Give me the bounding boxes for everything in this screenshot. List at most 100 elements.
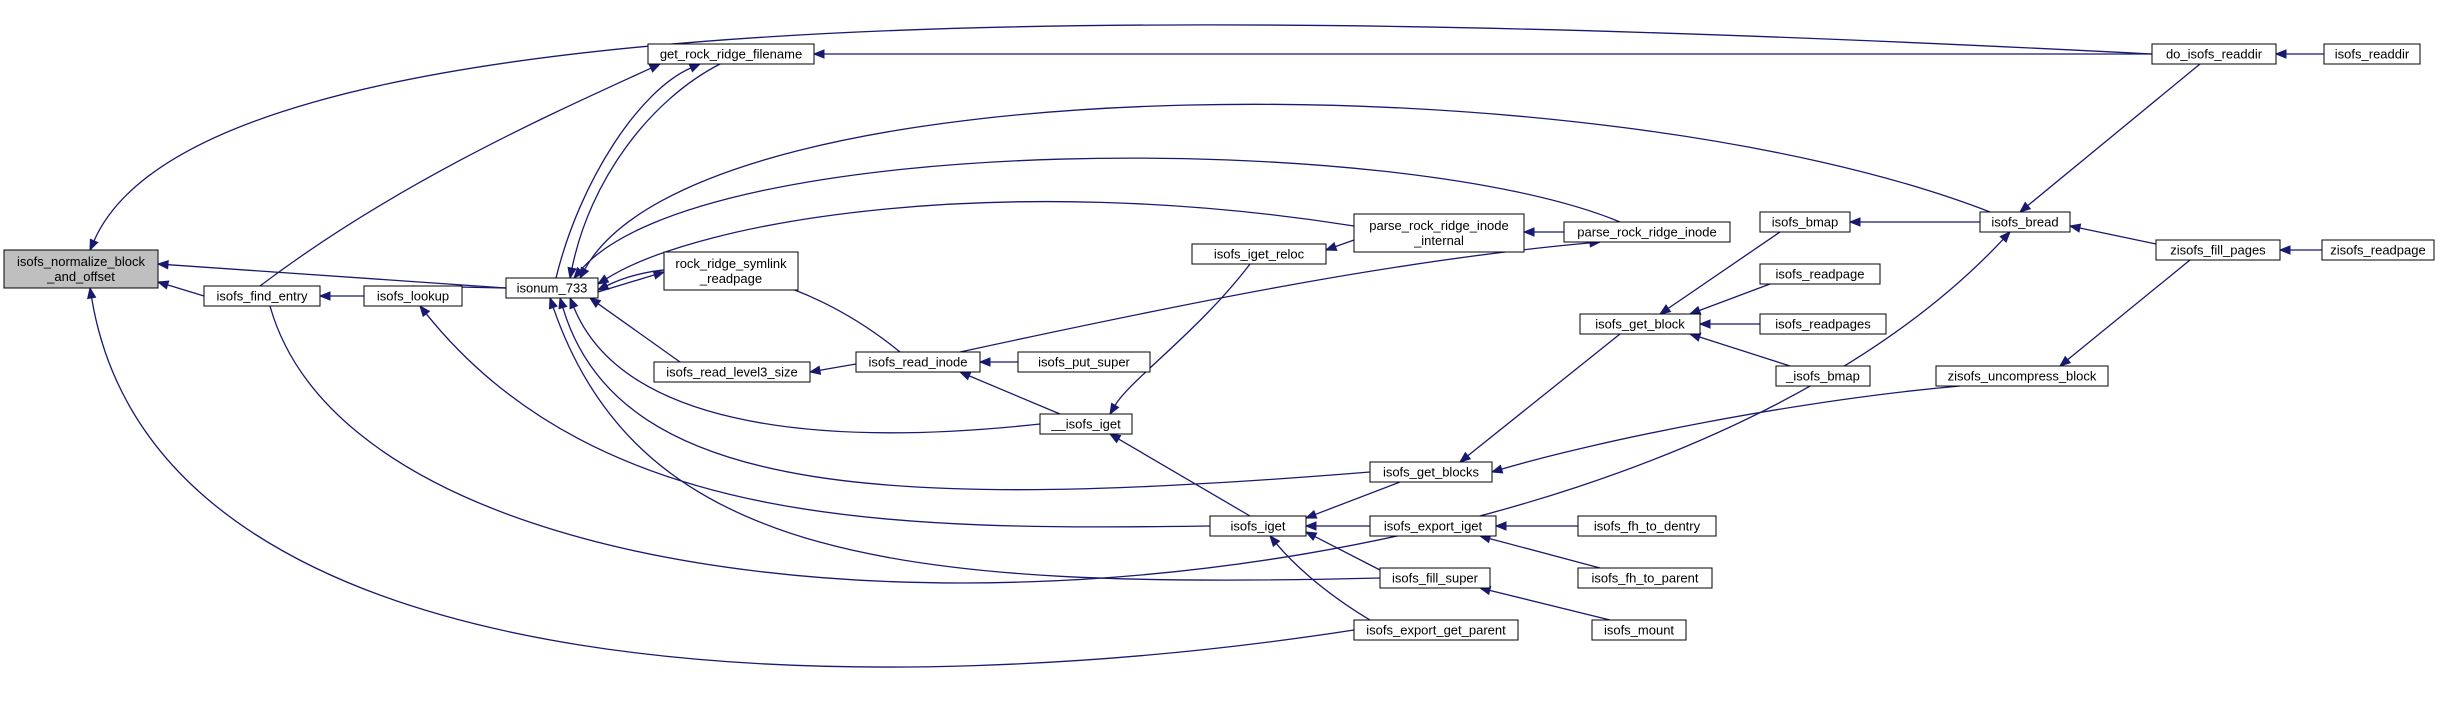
edge-isofs_find_entry-to-isofs_normalize_block_and_offset [156, 280, 205, 297]
node-zisofs-uncompress-block[interactable]: zisofs_uncompress_block [1935, 365, 2109, 387]
node-box [1353, 213, 1525, 253]
edge-line [93, 24, 2153, 242]
edge-arrowhead [1304, 531, 1318, 542]
edge-arrowhead [1324, 242, 1338, 251]
edge-isofs_readpages-to-isofs_get_block [1698, 319, 1760, 329]
edge-arrowhead [1688, 305, 1702, 315]
node-label: isofs_readpage [1776, 267, 1865, 282]
node-isofs-export-get-parent[interactable]: isofs_export_get_parent [1353, 619, 1519, 641]
node-box [1191, 243, 1327, 265]
edge-line [1275, 543, 1371, 621]
edge-parse_rock_ridge_inode_internal-to-isofs_iget_reloc [1324, 239, 1355, 251]
node-isofs-get-blocks[interactable]: isofs_get_blocks [1369, 461, 1493, 483]
node-label: isofs_find_entry [216, 289, 308, 304]
node-isonum-733[interactable]: isonum_733 [505, 277, 599, 299]
node-isofs-find-entry[interactable]: isofs_find_entry [203, 285, 321, 307]
edge-arrowhead [2018, 201, 2032, 213]
edge-line [1699, 336, 1791, 367]
edge-line [571, 63, 721, 269]
edge-arrowhead [1304, 521, 1317, 531]
edge-isofs_iget_reloc-to-__isofs_iget [1109, 263, 1251, 416]
edge-isofs_fh_to_dentry-to-isofs_export_iget [1494, 521, 1578, 531]
node-label: isofs_read_level3_size [666, 365, 798, 380]
node-isofs-bread[interactable]: isofs_bread [1979, 211, 2071, 233]
node-box [1039, 413, 1133, 435]
edge-line [259, 67, 652, 287]
edge-arrowhead [1458, 451, 1472, 463]
node-label: _internal [1413, 233, 1464, 248]
node-box [1577, 515, 1717, 537]
node-label: isonum_733 [517, 281, 588, 296]
node-parse-rock-ridge-inode[interactable]: parse_rock_ridge_inode [1563, 221, 1731, 243]
node-box [653, 361, 811, 383]
edge-line [167, 264, 507, 289]
edge-line [167, 284, 205, 297]
edge-do_isofs_readdir-to-get_rock_ridge_filename [812, 49, 2152, 59]
edge-isofs_put_super-to-isofs_read_inode [978, 357, 1018, 367]
edge-arrowhead [567, 266, 577, 280]
node-isofs-readdir[interactable]: isofs_readdir [2323, 43, 2421, 65]
node-isofs-export-iget[interactable]: isofs_export_iget [1369, 515, 1497, 537]
node-box [1379, 567, 1491, 589]
node-isofs-fill-super[interactable]: isofs_fill_super [1379, 567, 1491, 589]
node-isofs-read-level3-size[interactable]: isofs_read_level3_size [653, 361, 811, 383]
edge-arrowhead [958, 371, 972, 381]
edge-arrowhead [2058, 355, 2072, 367]
edge-isofs_mount-to-isofs_fill_super [1478, 585, 1611, 621]
node-box [1563, 221, 1731, 243]
edge-arrowhead [569, 296, 579, 310]
node-label: rock_ridge_symlink [675, 256, 787, 271]
edge-line [573, 307, 1041, 434]
node-box [1369, 461, 1493, 483]
node-isofs-readpages[interactable]: isofs_readpages [1759, 313, 1887, 335]
node-isofs-iget-reloc[interactable]: isofs_iget_reloc [1191, 243, 1327, 265]
node-box [363, 285, 463, 307]
node-isofs-get-block[interactable]: isofs_get_block [1579, 313, 1701, 335]
edge-line [1314, 535, 1381, 571]
edge-isofs_export_get_parent-to-isofs_normalize_block_and_offset [87, 286, 1355, 668]
node---isofs-iget[interactable]: __isofs_iget [1039, 413, 1133, 435]
node-label: isofs_readdir [2335, 47, 2410, 62]
edge-isofs_get_blocks-to-isonum_733 [558, 296, 1371, 491]
node-isofs-fh-to-parent[interactable]: isofs_fh_to_parent [1577, 567, 1713, 589]
edge-arrowhead [812, 49, 825, 59]
edge-arrowhead [548, 296, 558, 310]
node-isofs-mount[interactable]: isofs_mount [1591, 619, 1687, 641]
edge-isofs_fill_super-to-isonum_733 [548, 296, 1381, 581]
node-isofs-put-super[interactable]: isofs_put_super [1017, 351, 1151, 373]
node-isofs-lookup[interactable]: isofs_lookup [363, 285, 463, 307]
edge-isofs_get_block-to-isofs_get_blocks [1458, 333, 1621, 463]
edge-line [819, 363, 857, 371]
edge-arrowhead [1269, 534, 1281, 548]
node-isofs-read-inode[interactable]: isofs_read_inode [855, 351, 981, 373]
edge-line [555, 67, 692, 279]
node-parse-rock-ridge-inode-internal[interactable]: parse_rock_ridge_inode_internal [1353, 213, 1525, 253]
edge-zisofs_fill_pages-to-zisofs_uncompress_block [2058, 259, 2191, 367]
edge-arrowhead [688, 63, 702, 73]
edge-isonum_733-to-isofs_normalize_block_and_offset [156, 259, 507, 289]
edge-__isofs_iget-to-isofs_read_inode [958, 371, 1061, 415]
node-rock-ridge-symlink-readpage[interactable]: rock_ridge_symlink_readpage [663, 251, 799, 291]
node-zisofs-fill-pages[interactable]: zisofs_fill_pages [2155, 239, 2281, 261]
node-get-rock-ridge-filename[interactable]: get_rock_ridge_filename [647, 43, 815, 65]
edge-line [1699, 283, 1771, 312]
node-zisofs-readpage[interactable]: zisofs_readpage [2321, 239, 2435, 261]
node-label: parse_rock_ridge_inode [1577, 225, 1716, 240]
node-do-isofs-readdir[interactable]: do_isofs_readdir [2151, 43, 2277, 65]
node-box [1759, 313, 1887, 335]
node-box [1209, 515, 1307, 537]
edge-arrowhead [558, 296, 568, 310]
node-box [2151, 43, 2277, 65]
edge-arrowhead [1494, 521, 1507, 531]
edge-line [425, 313, 1211, 528]
node-isofs-bmap[interactable]: isofs_bmap [1759, 211, 1851, 233]
node-isofs-iget[interactable]: isofs_iget [1209, 515, 1307, 537]
node-isofs-fh-to-dentry[interactable]: isofs_fh_to_dentry [1577, 515, 1717, 537]
node-label: isofs_readpages [1775, 317, 1871, 332]
node-isofs-readpage[interactable]: isofs_readpage [1759, 263, 1881, 285]
edge-arrowhead [1490, 464, 1504, 474]
node--isofs-bmap[interactable]: _isofs_bmap [1775, 365, 1871, 387]
edge-line [2067, 259, 2191, 361]
edge-isofs_fh_to_parent-to-isofs_export_iget [1478, 534, 1601, 569]
